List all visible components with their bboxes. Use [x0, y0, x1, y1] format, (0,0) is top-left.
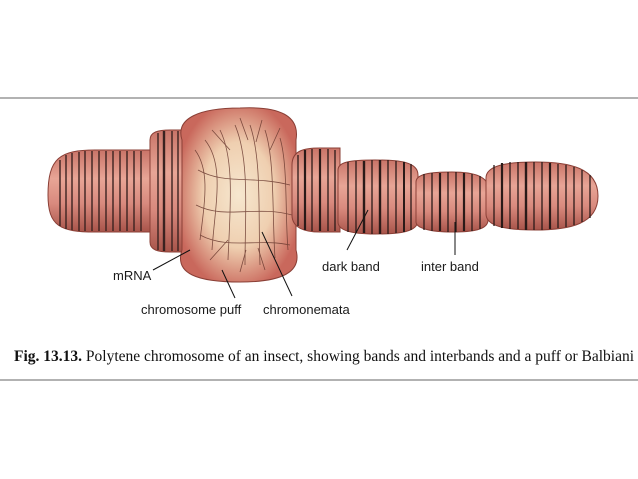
left-segment — [47, 129, 183, 253]
middle-segments — [291, 147, 599, 235]
middle-bands — [297, 149, 591, 234]
chromosome-puff — [180, 107, 298, 283]
leader-chromonemata — [261, 231, 293, 297]
leader-lines — [152, 209, 456, 299]
label-chromosome-puff: chromosome puff — [141, 302, 242, 317]
left-bands — [59, 131, 179, 251]
caption-text: Polytene chromosome of an insect, showin… — [82, 348, 638, 365]
leader-chromosome-puff — [221, 269, 236, 299]
label-inter-band: inter band — [421, 259, 479, 274]
figure-caption: Fig. 13.13. Polytene chromosome of an in… — [14, 348, 638, 366]
leader-dark-band — [346, 209, 369, 251]
leader-mrna — [152, 249, 191, 271]
label-dark-band: dark band — [322, 259, 380, 274]
caption-figure-number: Fig. 13.13. — [14, 348, 83, 365]
label-chromonemata: chromonemata — [263, 302, 350, 317]
label-mrna: mRNA — [113, 268, 152, 283]
